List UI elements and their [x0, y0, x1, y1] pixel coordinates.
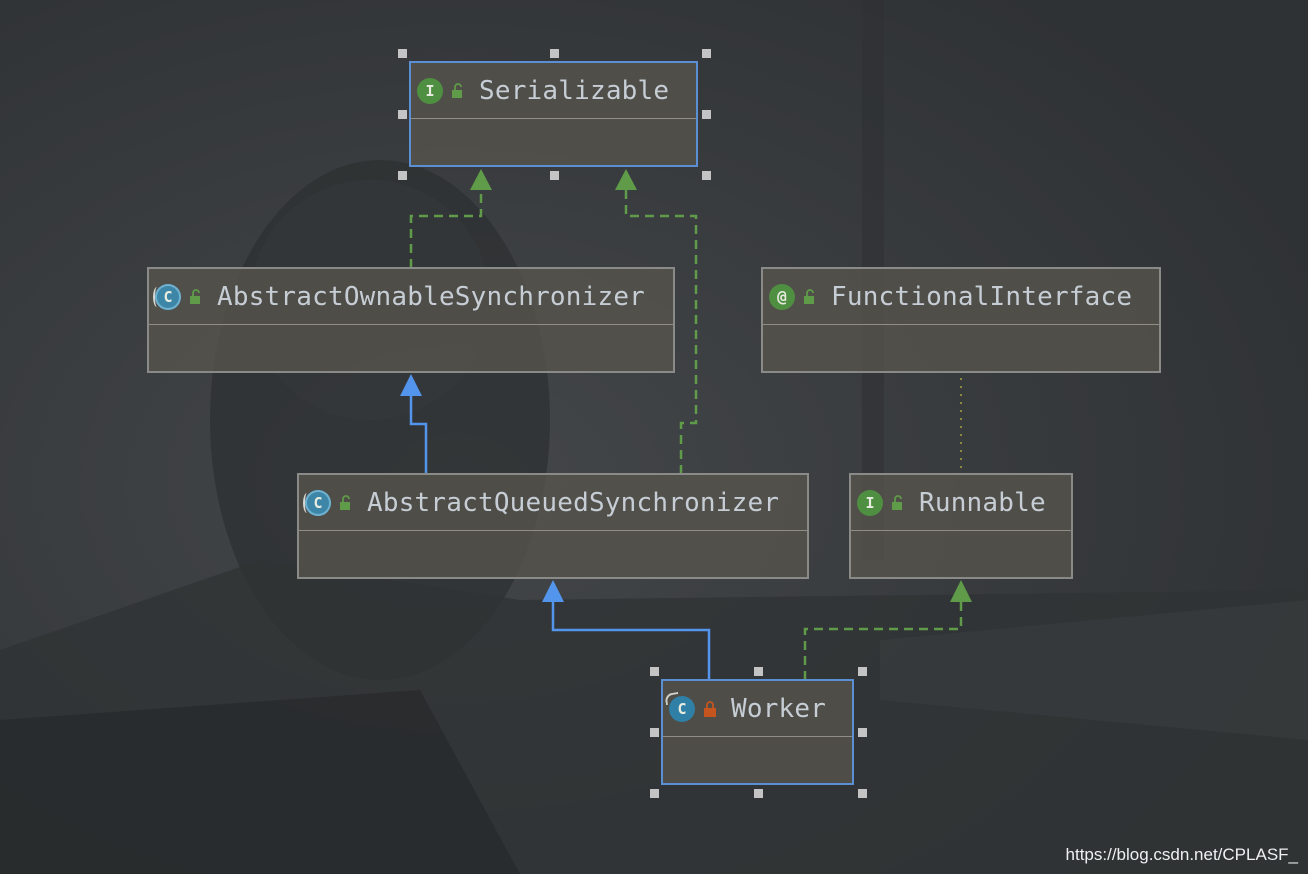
resize-handle[interactable] — [650, 728, 659, 737]
node-members — [763, 325, 1159, 369]
resize-handle[interactable] — [702, 171, 711, 180]
resize-handle[interactable] — [398, 110, 407, 119]
public-lock-icon — [190, 288, 200, 304]
annotation-icon: @ — [769, 283, 795, 310]
node-label: Serializable — [479, 75, 670, 106]
node-serializable[interactable]: I Serializable — [409, 61, 698, 167]
node-abstract-queued-synchronizer[interactable]: C AbstractQueuedSynchronizer — [297, 473, 809, 579]
watermark-text: https://blog.csdn.net/CPLASF_ — [1065, 845, 1298, 864]
resize-handle[interactable] — [550, 49, 559, 58]
edge-aqs-serializable — [615, 169, 698, 474]
public-lock-icon — [804, 288, 814, 304]
node-abstract-ownable-synchronizer[interactable]: C AbstractOwnableSynchronizer — [147, 267, 675, 373]
interface-icon: I — [417, 77, 443, 104]
edge-aqs-aos — [400, 374, 428, 474]
resize-handle[interactable] — [550, 171, 559, 180]
node-members — [663, 737, 852, 781]
node-runnable[interactable]: I Runnable — [849, 473, 1073, 579]
public-lock-icon — [452, 82, 462, 98]
node-label: AbstractOwnableSynchronizer — [217, 281, 646, 312]
abstract-class-icon: C — [303, 489, 331, 516]
abstract-class-icon: C — [153, 283, 181, 310]
resize-handle[interactable] — [702, 49, 711, 58]
node-members — [411, 119, 696, 163]
inner-class-icon: C — [669, 695, 695, 722]
edge-worker-runnable — [803, 580, 972, 680]
resize-handle[interactable] — [650, 789, 659, 798]
public-lock-icon — [340, 494, 350, 510]
public-lock-icon — [892, 494, 902, 510]
node-members — [299, 531, 807, 575]
resize-handle[interactable] — [702, 110, 711, 119]
node-label: AbstractQueuedSynchronizer — [367, 487, 780, 518]
node-members — [851, 531, 1071, 575]
resize-handle[interactable] — [754, 789, 763, 798]
node-members — [149, 325, 673, 369]
private-lock-icon — [704, 700, 716, 717]
resize-handle[interactable] — [650, 667, 659, 676]
resize-handle[interactable] — [754, 667, 763, 676]
edge-worker-aqs — [542, 580, 711, 680]
resize-handle[interactable] — [398, 171, 407, 180]
edge-aos-serializable — [409, 169, 492, 268]
interface-icon: I — [857, 489, 883, 516]
node-functional-interface[interactable]: @ FunctionalInterface — [761, 267, 1161, 373]
resize-handle[interactable] — [858, 667, 867, 676]
resize-handle[interactable] — [858, 728, 867, 737]
node-label: Runnable — [919, 487, 1046, 518]
resize-handle[interactable] — [858, 789, 867, 798]
node-label: FunctionalInterface — [831, 281, 1133, 312]
node-worker[interactable]: C Worker — [661, 679, 854, 785]
node-label: Worker — [731, 693, 827, 724]
resize-handle[interactable] — [398, 49, 407, 58]
